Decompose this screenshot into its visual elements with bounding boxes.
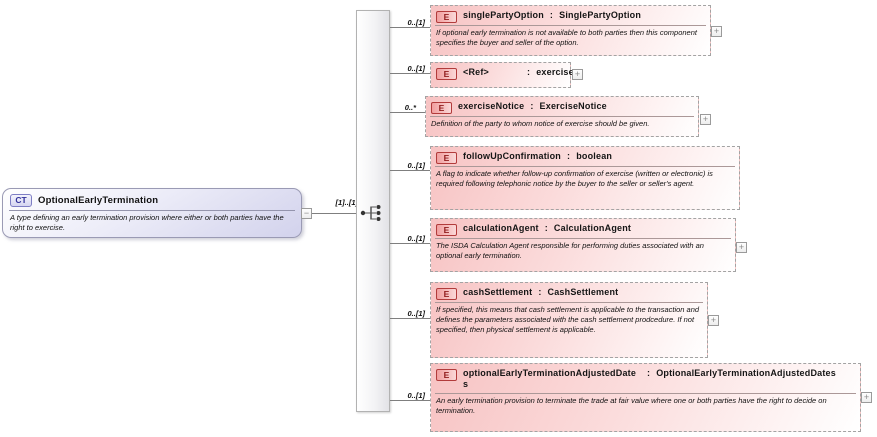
- complex-type-description: A type defining an early termination pro…: [10, 213, 284, 233]
- element-badge: E: [431, 101, 452, 114]
- connector-line: [390, 400, 430, 401]
- element-badge: E: [436, 10, 457, 23]
- title-separator: [435, 301, 703, 303]
- element-type: ExerciseNotice: [539, 101, 607, 111]
- element-type: OptionalEarlyTerminationAdjustedDates: [656, 368, 836, 378]
- complex-type-badge: CT: [10, 193, 32, 207]
- expand-button[interactable]: +: [700, 114, 711, 125]
- element-type: boolean: [576, 151, 613, 161]
- element-name: exerciseNotice: [458, 101, 525, 111]
- colon: :: [549, 10, 554, 20]
- element-box-optionalEarlyTerminationAdjustedDates[interactable]: E optionalEarlyTerminationAdjustedDates …: [430, 363, 861, 432]
- expand-button[interactable]: +: [708, 315, 719, 326]
- connector-line: [312, 213, 364, 214]
- cardinality-label: 0..[1]: [407, 64, 425, 73]
- element-type: SinglePartyOption: [559, 10, 642, 20]
- sequence-icon[interactable]: [359, 204, 387, 222]
- complex-type-title-row: CT OptionalEarlyTermination: [10, 193, 294, 207]
- title-separator: [435, 24, 706, 26]
- title-separator: [435, 392, 856, 394]
- cardinality-label: 0..[1]: [407, 391, 425, 400]
- cardinality-label: 0..*: [404, 103, 416, 112]
- element-badge: E: [436, 223, 457, 236]
- colon: :: [544, 223, 548, 233]
- element-badge: E: [436, 67, 457, 80]
- element-badge: E: [436, 368, 457, 381]
- element-badge: E: [436, 151, 457, 164]
- element-name: calculationAgent: [463, 223, 539, 233]
- element-type: CashSettlement: [547, 287, 619, 297]
- sequence-bar: [356, 10, 390, 412]
- element-description: If specified, this means that cash settl…: [436, 304, 700, 334]
- element-name: singlePartyOption: [463, 10, 544, 20]
- element-box-calculationAgent[interactable]: E calculationAgent : CalculationAgent Th…: [430, 218, 736, 272]
- element-box-singlePartyOption[interactable]: E singlePartyOption : SinglePartyOption …: [430, 5, 711, 56]
- collapse-button[interactable]: −: [301, 208, 312, 219]
- title-separator: [9, 210, 295, 211]
- connector-line: [390, 112, 425, 113]
- element-box-cashSettlement[interactable]: E cashSettlement : CashSettlement If spe…: [430, 282, 708, 358]
- cardinality-label: 0..[1]: [407, 18, 425, 27]
- element-name: followUpConfirmation: [463, 151, 561, 161]
- root-cardinality-label: [1]..[1]: [335, 198, 359, 207]
- colon: :: [538, 287, 542, 297]
- cardinality-label: 0..[1]: [407, 234, 425, 243]
- element-type: CalculationAgent: [553, 223, 632, 233]
- connector-line: [390, 170, 430, 171]
- element-badge: E: [436, 287, 457, 300]
- connector-line: [390, 73, 430, 74]
- expand-button[interactable]: +: [572, 69, 583, 80]
- element-description: An early termination provision to termin…: [436, 395, 827, 415]
- element-name: cashSettlement: [463, 287, 533, 297]
- element-description: Definition of the party to whom notice o…: [431, 118, 650, 128]
- title-separator: [430, 115, 694, 117]
- colon: :: [527, 67, 531, 77]
- element-box-exerciseNotice[interactable]: E exerciseNotice : ExerciseNotice Defini…: [425, 96, 699, 137]
- complex-type-box[interactable]: CT OptionalEarlyTermination A type defin…: [2, 188, 302, 238]
- element-box-followUpConfirmation[interactable]: E followUpConfirmation : boolean A flag …: [430, 146, 740, 210]
- element-name: <Ref>: [463, 67, 490, 77]
- colon: :: [647, 368, 651, 378]
- element-type: exercise: [536, 67, 574, 77]
- expand-button[interactable]: +: [736, 242, 747, 253]
- cardinality-label: 0..[1]: [407, 161, 425, 170]
- connector-line: [390, 243, 430, 244]
- connector-line: [390, 318, 430, 319]
- colon: :: [530, 101, 534, 111]
- connector-line: [390, 27, 430, 28]
- element-description: If optional early termination is not ava…: [436, 27, 697, 47]
- expand-button[interactable]: +: [711, 26, 722, 37]
- element-box-exercise-ref[interactable]: E <Ref> : exercise: [430, 62, 574, 88]
- colon: :: [567, 151, 571, 161]
- expand-button[interactable]: +: [861, 392, 872, 403]
- title-separator: [435, 165, 735, 167]
- complex-type-title: OptionalEarlyTermination: [38, 194, 159, 206]
- cardinality-label: 0..[1]: [407, 309, 425, 318]
- title-separator: [435, 237, 731, 239]
- element-description: A flag to indicate whether follow-up con…: [436, 168, 713, 188]
- element-description: The ISDA Calculation Agent responsible f…: [436, 240, 704, 260]
- element-name: optionalEarlyTerminationAdjustedDates: [463, 368, 637, 390]
